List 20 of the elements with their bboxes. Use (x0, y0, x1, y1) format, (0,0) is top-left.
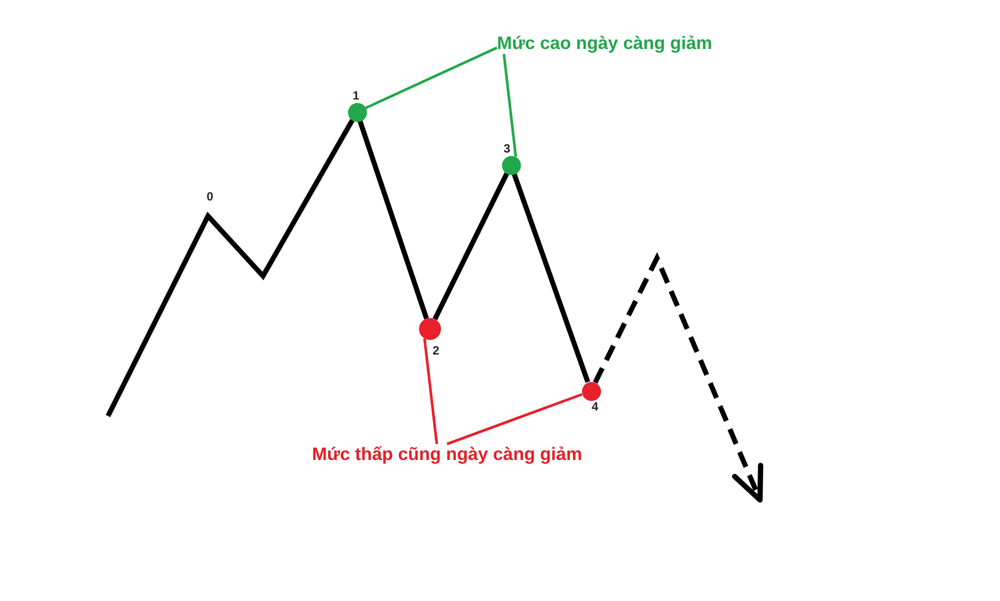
projected-price-arrow (592, 252, 764, 503)
swing-low-dot (419, 318, 441, 340)
point-number: 4 (592, 400, 598, 414)
swing-high-dot (502, 156, 520, 174)
point-number: 1 (352, 90, 360, 102)
price-line (106, 118, 354, 418)
leader-line (365, 46, 498, 110)
leader-line (446, 393, 583, 446)
swing-low-dot (582, 382, 600, 400)
leader-line (423, 338, 438, 444)
annotation-text: Mức thấp cũng ngày càng giảm (312, 444, 582, 465)
price-line (432, 172, 510, 320)
point-number: 0 (206, 190, 214, 204)
price-line (358, 120, 429, 320)
point-number: 3 (504, 142, 510, 156)
annotation-text: Mức cao ngày càng giảm (497, 33, 712, 54)
point-number: 2 (432, 344, 440, 358)
price-line (512, 173, 590, 383)
swing-high-dot (348, 102, 366, 122)
leader-line (502, 54, 518, 157)
